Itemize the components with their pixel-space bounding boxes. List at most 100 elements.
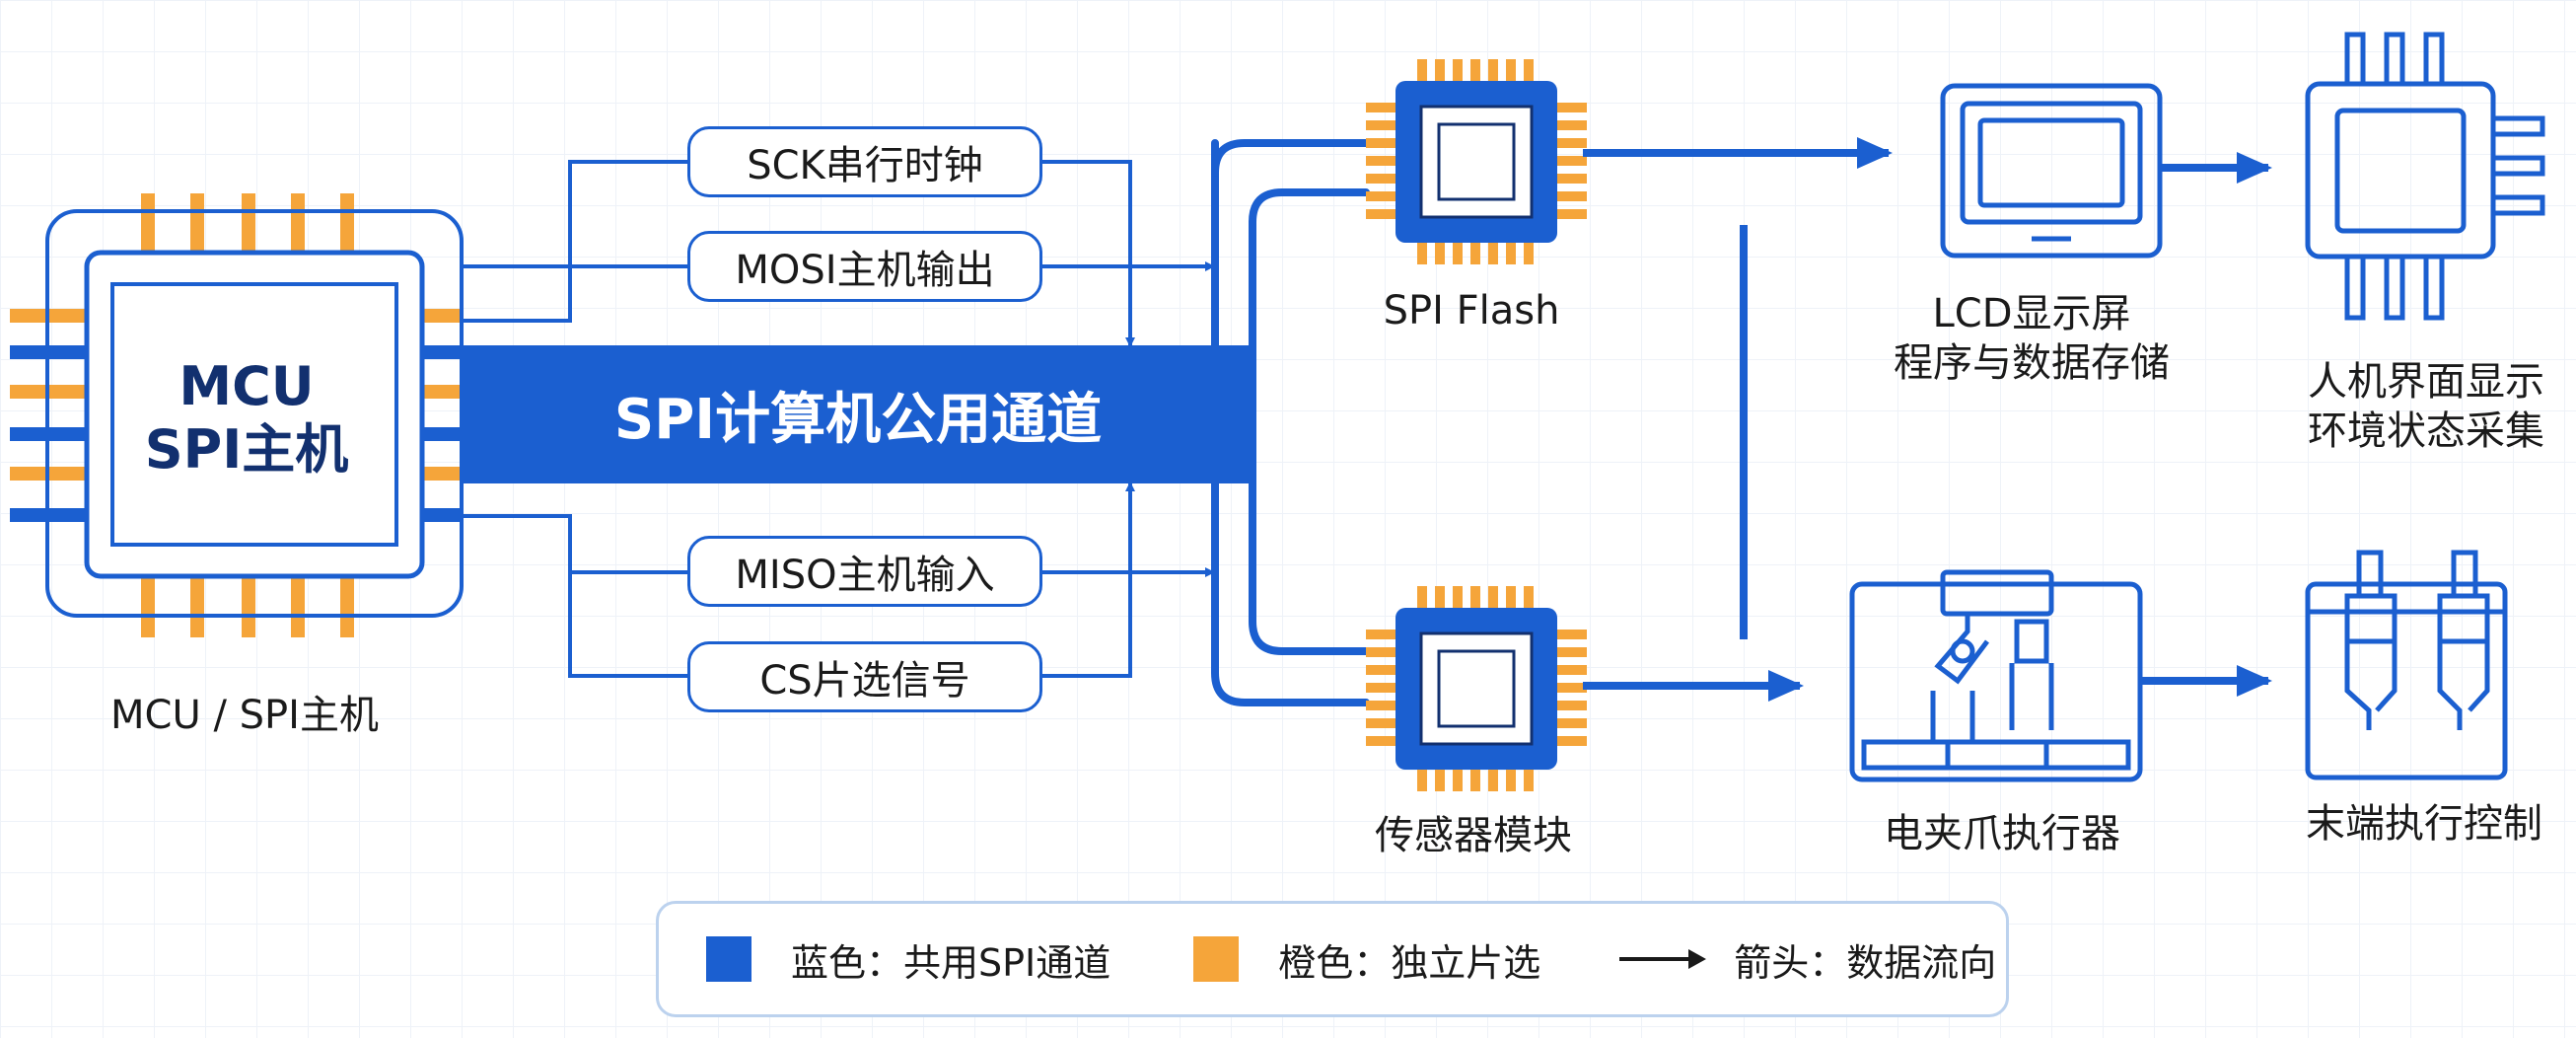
chip-pin xyxy=(242,574,255,637)
legend-arrow: 箭头：数据流向 xyxy=(1619,932,1996,987)
chip-pin xyxy=(1553,103,1587,112)
chip-pin xyxy=(422,467,464,481)
chip-pin xyxy=(1366,647,1399,657)
chip-pin xyxy=(1470,59,1480,85)
miso-signal-box: MISO主机输入 xyxy=(687,536,1042,607)
chip-pin xyxy=(141,574,155,637)
spi-flash-chip-icon xyxy=(1366,59,1587,264)
chip-pin xyxy=(422,508,464,522)
mcu-caption: MCU / SPI主机 xyxy=(110,693,379,738)
lcd-monitor-icon xyxy=(1940,83,2163,259)
chip-pin xyxy=(1553,156,1587,166)
chip-pin xyxy=(422,385,464,399)
chip-pin xyxy=(1506,59,1516,85)
chip-pin xyxy=(1553,191,1587,201)
chip-pin xyxy=(1553,683,1587,693)
legend-orange: 橙色：独立片选 xyxy=(1193,932,1540,987)
chip-pin xyxy=(190,574,204,637)
gripper-label: 电夹爪执行器 xyxy=(1884,811,2120,856)
lcd-label: LCD显示屏 程序与数据存储 xyxy=(1894,289,2170,388)
chip-pin xyxy=(1470,239,1480,264)
chip-pin xyxy=(1366,174,1399,184)
chip-pin xyxy=(1366,683,1399,693)
sensor-chip-icon xyxy=(1366,586,1587,791)
chip-pin xyxy=(1553,209,1587,219)
lcd-label-line2: 程序与数据存储 xyxy=(1894,340,2170,386)
chip-pin xyxy=(1488,766,1498,791)
chip-pin xyxy=(1506,766,1516,791)
chip-pin xyxy=(422,309,464,323)
chip-pin xyxy=(291,574,305,637)
chip-pin xyxy=(1366,120,1399,130)
chip-pin xyxy=(1506,586,1516,612)
chip-pin xyxy=(1553,701,1587,710)
sck-signal-box: SCK串行时钟 xyxy=(687,126,1042,197)
flow-arrows xyxy=(1583,137,2272,702)
legend-blue: 蓝色：共用SPI通道 xyxy=(706,932,1110,987)
chip-pin xyxy=(1524,766,1534,791)
chip-pin xyxy=(1453,59,1463,85)
chip-pin xyxy=(1553,736,1587,746)
chip-pin xyxy=(1366,630,1399,639)
chip-pin xyxy=(1366,718,1399,728)
chip-pin xyxy=(1488,239,1498,264)
chip-pin xyxy=(1470,766,1480,791)
hmi-chip-icon xyxy=(2305,32,2545,321)
legend-blue-label: 蓝色：共用SPI通道 xyxy=(791,940,1111,985)
hmi-label-line2: 环境状态采集 xyxy=(2308,408,2544,454)
chip-pin xyxy=(1435,59,1445,85)
chip-pin xyxy=(1488,586,1498,612)
chip-pin xyxy=(1553,665,1587,675)
chip-pin xyxy=(1553,120,1587,130)
chip-pin xyxy=(1553,718,1587,728)
chip-pin xyxy=(1506,239,1516,264)
hmi-label-line1: 人机界面显示 xyxy=(2308,359,2544,405)
mcu-label-line1: MCU xyxy=(179,355,315,417)
sensor-label: 传感器模块 xyxy=(1375,813,1572,858)
chip-pin xyxy=(1453,766,1463,791)
spi-flash-label: SPI Flash xyxy=(1383,288,1560,334)
blue-swatch xyxy=(706,936,751,982)
chip-pin xyxy=(340,574,354,637)
chip-pin xyxy=(422,427,464,441)
chip-pin xyxy=(1435,766,1445,791)
chip-pin xyxy=(141,193,155,257)
chip-pin xyxy=(1366,209,1399,219)
legend-arrow-label: 箭头：数据流向 xyxy=(1734,940,1997,985)
chip-pin xyxy=(1553,174,1587,184)
lcd-label-line1: LCD显示屏 xyxy=(1932,291,2131,336)
chip-pin xyxy=(1553,630,1587,639)
gripper-machine-icon xyxy=(1849,569,2143,782)
chip-pin xyxy=(190,193,204,257)
chip-pin xyxy=(1366,736,1399,746)
chip-pin xyxy=(1366,191,1399,201)
spi-bus-label: SPI计算机公用通道 xyxy=(613,387,1103,452)
chip-pin xyxy=(1435,239,1445,264)
chip-pin xyxy=(1524,586,1534,612)
mcu-chip-label: MCU SPI主机 xyxy=(118,355,375,481)
orange-swatch xyxy=(1193,936,1240,982)
chip-pin xyxy=(1417,59,1427,85)
chip-pin xyxy=(422,345,464,359)
bus-branches xyxy=(1211,139,1370,706)
chip-pin xyxy=(1553,647,1587,657)
chip-pin xyxy=(1553,138,1587,148)
chip-pin xyxy=(1366,156,1399,166)
chip-pin xyxy=(242,193,255,257)
mosi-signal-box: MOSI主机输出 xyxy=(687,231,1042,302)
legend-orange-label: 橙色：独立片选 xyxy=(1278,940,1541,985)
chip-pin xyxy=(1417,239,1427,264)
chip-pin xyxy=(1366,665,1399,675)
mcu-label-line2: SPI主机 xyxy=(144,417,349,481)
chip-pin xyxy=(1417,766,1427,791)
mcu-chip-icon xyxy=(10,193,464,637)
end-control-label: 末端执行控制 xyxy=(2306,801,2542,847)
hmi-label: 人机界面显示 环境状态采集 xyxy=(2308,357,2544,456)
chip-pin xyxy=(1488,59,1498,85)
chip-pin xyxy=(1366,138,1399,148)
chip-pin xyxy=(1524,59,1534,85)
signal-lines xyxy=(464,160,1215,678)
chip-pin xyxy=(1366,701,1399,710)
chip-pin xyxy=(340,193,354,257)
